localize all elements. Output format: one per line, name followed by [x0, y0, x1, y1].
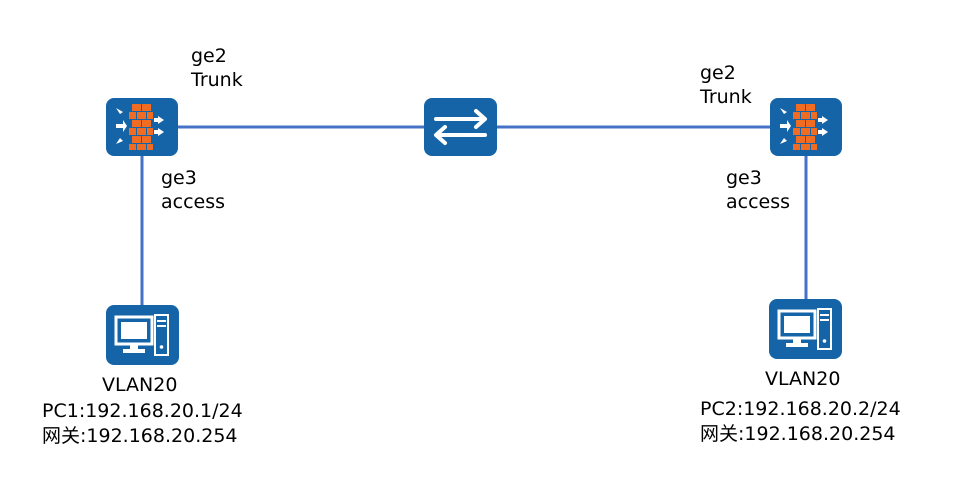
left-pc-gateway-label: 网关:192.168.20.254	[42, 425, 238, 447]
right-pc-vlan-label: VLAN20	[765, 368, 841, 390]
left-pc-ip-label: PC1:192.168.20.1/24	[42, 400, 243, 422]
switch[interactable]	[424, 98, 497, 156]
left-ge3-port-label: ge3	[161, 167, 197, 189]
right-pc-gateway-label: 网关:192.168.20.254	[700, 423, 896, 445]
right-ge3-port-label: ge3	[726, 167, 762, 189]
switch-icon	[434, 109, 487, 145]
left-ge3-mode-label: access	[161, 191, 226, 213]
right-ge2-port-label: ge2	[700, 62, 736, 84]
right-pc[interactable]	[769, 299, 842, 359]
right-firewall[interactable]	[770, 98, 842, 156]
right-ge3-mode-label: access	[726, 191, 791, 213]
left-ge2-mode-label: Trunk	[191, 69, 243, 91]
right-pc-ip-label: PC2:192.168.20.2/24	[700, 398, 901, 420]
firewall-icon	[780, 104, 828, 150]
left-pc[interactable]	[106, 305, 179, 365]
right-ge2-mode-label: Trunk	[700, 86, 752, 108]
firewall-icon	[116, 104, 164, 150]
left-firewall[interactable]	[106, 98, 178, 156]
pc-icon	[777, 308, 832, 350]
left-ge2-port-label: ge2	[191, 45, 227, 67]
pc-icon	[114, 314, 169, 356]
left-pc-vlan-label: VLAN20	[102, 374, 178, 396]
